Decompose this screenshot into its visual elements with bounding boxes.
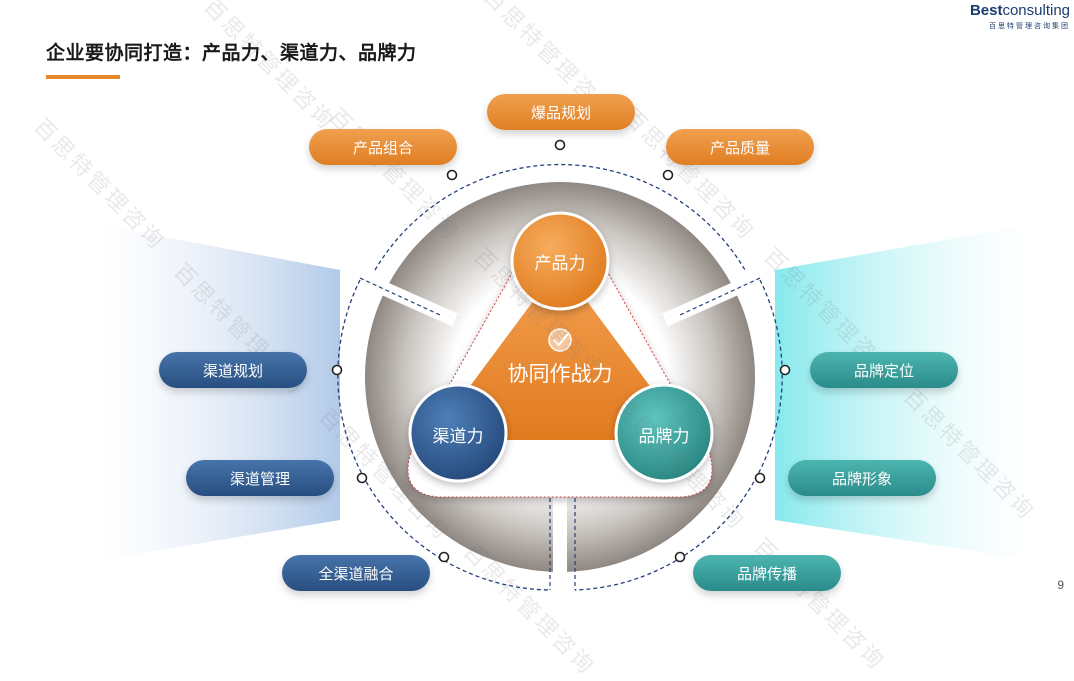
pill-channel-planning: 渠道规划 bbox=[159, 352, 307, 388]
node-product-top bbox=[554, 139, 566, 151]
pill-brand-positioning: 品牌定位 bbox=[810, 352, 958, 388]
dashed-arc-product bbox=[374, 163, 746, 271]
left-light-beam bbox=[100, 225, 340, 560]
pill-brand-image: 品牌形象 bbox=[788, 460, 936, 496]
pill-hit-product-planning: 爆品规划 bbox=[487, 94, 635, 130]
node-product-right bbox=[662, 169, 674, 181]
channel-ball bbox=[408, 383, 508, 483]
synergy-label: 协同作战力 bbox=[507, 362, 613, 386]
channel-power-label: 渠道力 bbox=[432, 426, 484, 447]
check-icon bbox=[548, 328, 572, 352]
dashed-radial-left bbox=[359, 277, 441, 316]
page-number: 9 bbox=[1057, 578, 1064, 592]
brand-ball bbox=[614, 383, 714, 483]
diagram-graphic bbox=[100, 139, 1030, 591]
product-ball bbox=[510, 211, 610, 311]
title-underline bbox=[46, 75, 120, 79]
brand-power-label: 品牌力 bbox=[638, 426, 690, 447]
logo-bold: Best bbox=[969, 2, 1003, 19]
pill-product-quality: 产品质量 bbox=[666, 129, 814, 165]
node-product-left bbox=[446, 169, 458, 181]
logo-light: consulting bbox=[1002, 2, 1070, 19]
pill-omnichannel-integration: 全渠道融合 bbox=[282, 555, 430, 591]
logo-subtitle: 百思特管理咨询集团 bbox=[989, 22, 1070, 30]
pill-brand-communication: 品牌传播 bbox=[693, 555, 841, 591]
node-brand-bottom bbox=[674, 551, 686, 563]
node-channel-bottom bbox=[438, 551, 450, 563]
node-brand-top bbox=[779, 364, 791, 376]
node-channel-top bbox=[331, 364, 343, 376]
pill-product-portfolio: 产品组合 bbox=[309, 129, 457, 165]
dashed-arc-brand bbox=[574, 279, 783, 591]
dashed-arc-channel bbox=[337, 279, 551, 591]
right-light-beam bbox=[775, 225, 1030, 560]
page-title: 企业要协同打造：产品力、渠道力、品牌力 bbox=[46, 42, 417, 64]
node-brand-mid bbox=[754, 472, 766, 484]
dashed-radial-right bbox=[679, 277, 761, 316]
product-power-label: 产品力 bbox=[534, 253, 586, 274]
company-logo: Bestconsulting 百思特管理咨询集团 bbox=[970, 2, 1070, 31]
center-triangle bbox=[430, 265, 690, 440]
pill-channel-management: 渠道管理 bbox=[186, 460, 334, 496]
node-channel-mid bbox=[356, 472, 368, 484]
